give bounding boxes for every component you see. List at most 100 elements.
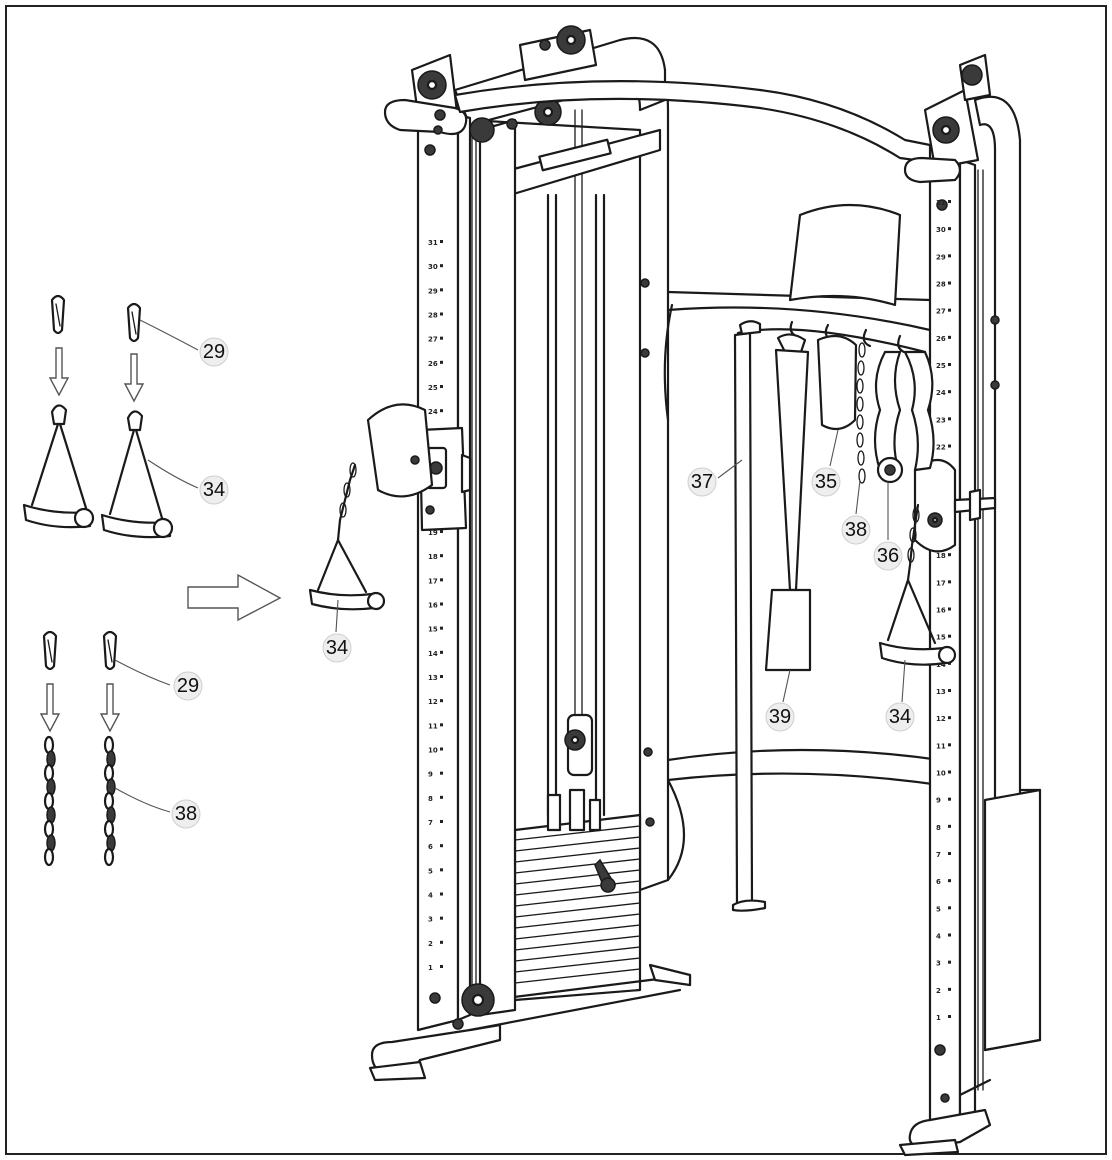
scale-hole [948, 987, 951, 991]
scale-hole [440, 723, 443, 727]
scale-number: 8 [428, 795, 433, 803]
callout-38: 38 [171, 799, 201, 829]
scale-number: 27 [936, 308, 946, 316]
scale-hole [440, 892, 443, 896]
scale-hole [948, 689, 951, 692]
callout-34: 34 [322, 633, 352, 663]
scale-number: 17 [936, 579, 946, 587]
scale-hole [948, 607, 951, 611]
scale-hole [948, 960, 951, 964]
scale-hole [948, 363, 951, 366]
weight-plate-edge [514, 913, 641, 929]
weight-plate-edge [514, 891, 641, 907]
scale-hole [440, 675, 443, 678]
diagram-border [5, 5, 1107, 1155]
svg-text:38: 38 [845, 519, 867, 541]
scale-number: 17 [428, 577, 438, 585]
scale-number: 6 [428, 843, 433, 851]
scale-number: 10 [428, 747, 438, 755]
scale-hole [948, 200, 951, 203]
weight-plate-edge [514, 957, 641, 973]
scale-hole [948, 227, 951, 231]
assembly-arrow [187, 573, 282, 622]
carabiner-29-c [42, 630, 58, 671]
svg-text:35: 35 [815, 471, 837, 493]
weight-plate-edge [514, 968, 641, 984]
scale-number: 13 [428, 674, 438, 682]
left-upright [368, 25, 682, 1082]
callout-38: 38 [841, 515, 871, 545]
scale-number: 30 [428, 263, 438, 271]
scale-number: 2 [936, 987, 941, 995]
scale-number: 12 [936, 715, 946, 723]
svg-text:34: 34 [889, 706, 911, 728]
exploded-parts [22, 294, 282, 867]
scale-number: 24 [936, 389, 946, 397]
scale-hole [948, 906, 951, 910]
scale-number: 2 [428, 940, 433, 948]
scale-number: 26 [428, 360, 438, 368]
down-arrow [99, 683, 121, 733]
scale-hole [948, 933, 951, 937]
weight-plate-edge [514, 836, 641, 852]
scale-hole [440, 820, 443, 823]
scale-number: 3 [936, 960, 941, 968]
scale-hole [948, 743, 951, 747]
scale-hole [948, 281, 951, 285]
scale-hole [440, 264, 443, 268]
scale-hole [440, 288, 443, 292]
chain-38-hanging [856, 342, 866, 484]
scale-number: 4 [428, 892, 433, 900]
down-arrow [48, 347, 70, 397]
callout-39: 39 [765, 702, 795, 732]
svg-text:36: 36 [877, 545, 899, 567]
weight-plate-edge [514, 825, 641, 841]
scale-number: 16 [428, 602, 438, 610]
carabiner-29-d [102, 630, 118, 671]
scale-number: 3 [428, 916, 433, 924]
scale-number: 18 [936, 552, 946, 560]
scale-number: 19 [428, 529, 438, 537]
scale-number: 30 [936, 226, 946, 234]
callout-29: 29 [199, 337, 229, 367]
scale-number: 9 [428, 771, 433, 779]
scale-hole [440, 602, 443, 606]
scale-hole [440, 699, 443, 703]
weight-plate-edge [514, 902, 641, 918]
scale-hole [948, 770, 951, 774]
chain-38-b [103, 735, 116, 867]
svg-text:34: 34 [326, 637, 348, 659]
callout-34: 34 [199, 475, 229, 505]
scale-hole [948, 254, 951, 258]
weight-stack [488, 109, 692, 1002]
weight-plate-edge [514, 935, 641, 951]
svg-text:29: 29 [177, 675, 199, 697]
callout-34: 34 [885, 702, 915, 732]
scale-number: 27 [428, 336, 438, 344]
down-arrow [123, 353, 145, 403]
stirrup-handle-34-a [22, 404, 95, 529]
scale-number: 23 [936, 416, 946, 424]
scale-number: 22 [936, 444, 946, 452]
weight-plate-edge [514, 946, 641, 962]
scale-hole [440, 409, 443, 413]
scale-number: 28 [936, 281, 946, 289]
scale-hole [440, 360, 443, 364]
scale-number: 8 [936, 824, 941, 832]
scale-hole [948, 852, 951, 855]
scale-number: 10 [936, 770, 946, 778]
scale-number: 25 [428, 384, 438, 392]
callout-35: 35 [811, 467, 841, 497]
left-adjustable-pulley[interactable] [366, 403, 472, 532]
leader-lines [114, 319, 906, 813]
scale-hole [948, 390, 951, 394]
chain-link [103, 847, 115, 867]
scale-number: 1 [936, 1014, 941, 1022]
scale-hole [440, 554, 443, 558]
scale-number: 25 [936, 362, 946, 370]
right-adjustable-pulley[interactable] [913, 458, 997, 553]
scale-hole [948, 1015, 951, 1018]
scale-hole [440, 240, 443, 243]
right-upright [898, 53, 1042, 1157]
